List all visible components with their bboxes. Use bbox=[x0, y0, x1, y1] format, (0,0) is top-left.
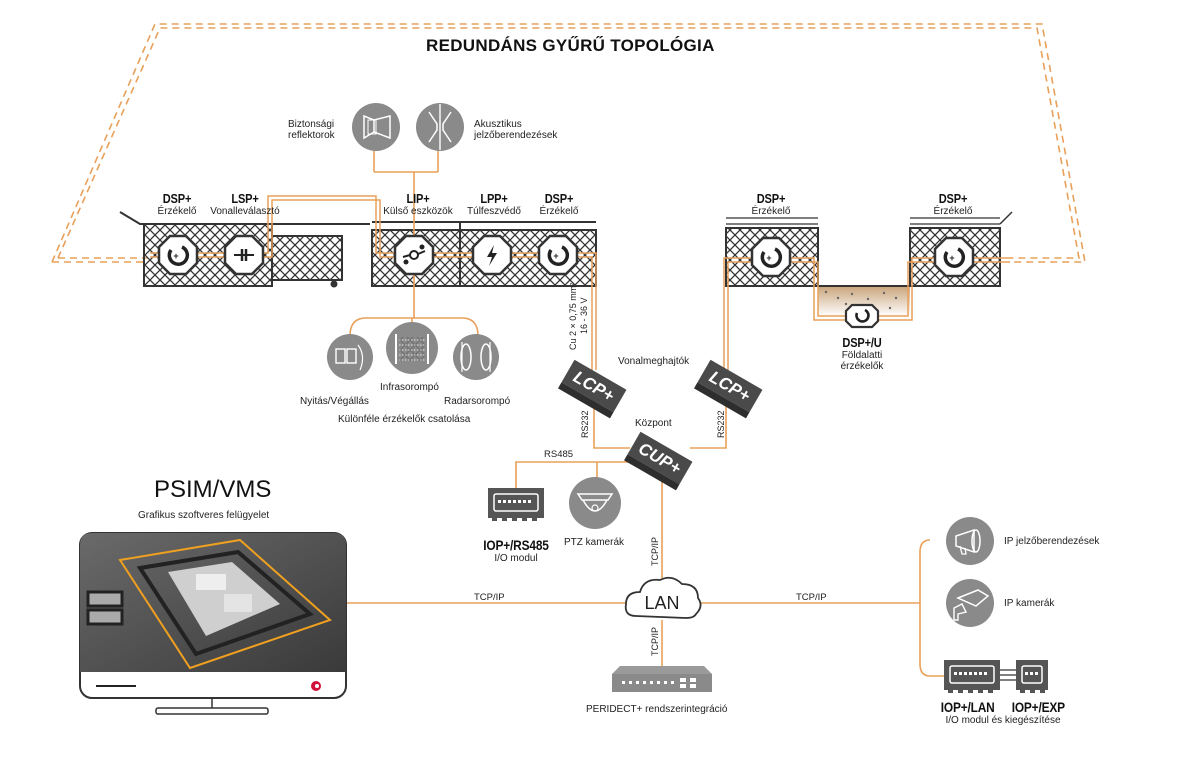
sensor-device-dsp4[interactable]: + bbox=[933, 236, 975, 278]
rs485-label: RS485 bbox=[544, 449, 574, 460]
siren-label-line2: jelzőberendezések bbox=[474, 130, 558, 141]
infrared-barrier-label: Infrasorompó bbox=[380, 382, 439, 393]
integration-server[interactable] bbox=[612, 666, 712, 692]
device-name: DSP+ bbox=[938, 191, 968, 206]
floodlight-label-line1: Biztonsági bbox=[288, 119, 335, 130]
device-name: DSP+ bbox=[756, 191, 786, 206]
iop-lan-label: IOP+/LAN IOP+/EXP I/O modul és kiegészít… bbox=[928, 699, 1078, 727]
device-desc: Érzékelő bbox=[157, 206, 197, 218]
siren-label-line1: Akusztikus bbox=[474, 119, 522, 130]
door-contact-label: Nyitás/Végállás bbox=[300, 396, 369, 407]
door-contact-device[interactable] bbox=[327, 334, 373, 380]
lan-cloud[interactable]: LAN bbox=[624, 576, 702, 619]
device-name: LSP+ bbox=[231, 191, 259, 206]
sensor-device-dsp2[interactable]: + bbox=[537, 234, 579, 276]
svg-text:+: + bbox=[766, 253, 771, 263]
isolator-device-lsp[interactable] bbox=[223, 234, 265, 276]
lan-label: LAN bbox=[644, 593, 679, 613]
underground-desc-2: érzékelők bbox=[840, 361, 884, 373]
ip-siren-label: IP jelzőberendezések bbox=[1004, 536, 1100, 547]
device-desc: Külső eszközök bbox=[383, 206, 453, 218]
io-module-rs485[interactable] bbox=[488, 488, 544, 521]
io-module-lan[interactable] bbox=[944, 660, 1000, 693]
io-rs485-desc: I/O modul bbox=[494, 553, 538, 565]
ip-camera-device[interactable] bbox=[946, 579, 994, 627]
tcpip-cup-lan-label: TCP/IP bbox=[650, 536, 660, 566]
iop-exp-name: IOP+/EXP bbox=[1012, 699, 1066, 715]
surge-protector-lpp[interactable] bbox=[471, 234, 513, 276]
line-driver-lcp-right[interactable]: LCP+ bbox=[694, 359, 763, 419]
inputs-caption: Különféle érzékelők csatolása bbox=[338, 414, 471, 425]
ptz-label: PTZ kamerák bbox=[564, 537, 625, 548]
redundant-ring bbox=[51, 23, 1086, 263]
device-label-lpp: LPP+ Túlfeszvédő bbox=[456, 191, 532, 218]
psim-monitor[interactable] bbox=[79, 532, 347, 715]
underground-label: DSP+/U Földalatti érzékelők bbox=[826, 335, 898, 373]
cable-spec-line2: 16 - 36 V bbox=[579, 297, 589, 334]
soil-particles bbox=[824, 290, 898, 310]
central-label: Központ bbox=[635, 418, 672, 429]
floodlight-device[interactable] bbox=[352, 103, 400, 151]
central-unit-cup[interactable]: CUP+ bbox=[624, 431, 693, 491]
psim-title: PSIM/VMS bbox=[154, 476, 272, 503]
tcpip-lan-server-label: TCP/IP bbox=[650, 626, 660, 656]
siren-device[interactable] bbox=[416, 103, 464, 151]
sensor-bus bbox=[150, 195, 1010, 370]
device-label-dsp1: DSP+ Érzékelő bbox=[142, 191, 212, 218]
device-desc: Érzékelő bbox=[539, 206, 579, 218]
device-label-dsp2: DSP+ Érzékelő bbox=[526, 191, 592, 218]
device-label-lip: LIP+ Külső eszközök bbox=[376, 191, 460, 218]
underground-desc-1: Földalatti bbox=[841, 350, 883, 362]
io-expansion[interactable] bbox=[1000, 660, 1048, 693]
device-label-lsp: LSP+ Vonalleválasztó bbox=[200, 191, 290, 218]
device-desc: Túlfeszvédő bbox=[467, 206, 521, 218]
device-name: DSP+ bbox=[544, 191, 574, 206]
wires bbox=[346, 148, 944, 677]
device-name: LPP+ bbox=[480, 191, 508, 206]
floodlight-label: Biztonsági reflektorok bbox=[288, 119, 335, 141]
svg-text:+: + bbox=[173, 251, 178, 261]
device-label-dsp4: DSP+ Érzékelő bbox=[918, 191, 988, 218]
integration-label: PERIDECT+ rendszerintegráció bbox=[586, 704, 728, 715]
device-name: DSP+ bbox=[162, 191, 192, 206]
sensor-device-dsp1[interactable]: + bbox=[157, 234, 199, 276]
rs232-left-label: RS232 bbox=[580, 410, 590, 438]
device-desc: Érzékelő bbox=[933, 206, 973, 218]
io-rs485-name: IOP+/RS485 bbox=[483, 537, 549, 553]
iop-lan-name: IOP+/LAN bbox=[940, 699, 995, 715]
ptz-camera-device[interactable] bbox=[569, 477, 621, 529]
device-desc: Érzékelő bbox=[751, 206, 791, 218]
floodlight-label-line2: reflektorok bbox=[288, 130, 335, 141]
sensor-device-dsp3[interactable]: + bbox=[750, 236, 792, 278]
ip-siren-device[interactable] bbox=[946, 517, 994, 565]
diagram-title: REDUNDÁNS GYŰRŰ TOPOLÓGIA bbox=[422, 36, 719, 56]
underground-sensor-dsp-u[interactable] bbox=[844, 303, 880, 329]
siren-label: Akusztikus jelzőberendezések bbox=[474, 119, 557, 141]
io-rs485-label: IOP+/RS485 I/O modul bbox=[466, 537, 566, 565]
radar-barrier-device[interactable] bbox=[453, 334, 499, 380]
svg-text:+: + bbox=[553, 251, 558, 261]
underground-name: DSP+/U bbox=[842, 335, 882, 350]
psim-subtitle: Grafikus szoftveres felügyelet bbox=[138, 510, 270, 521]
rs232-right-label: RS232 bbox=[716, 410, 726, 438]
ip-camera-label: IP kamerák bbox=[1004, 598, 1055, 609]
cable-spec-line1: Cu 2 × 0,75 mm² bbox=[568, 282, 578, 350]
radar-barrier-label: Radarsorompó bbox=[444, 396, 511, 407]
infrared-barrier-device[interactable] bbox=[386, 322, 438, 374]
external-device-lip[interactable] bbox=[393, 234, 435, 276]
device-label-dsp3: DSP+ Érzékelő bbox=[736, 191, 806, 218]
svg-text:+: + bbox=[949, 253, 954, 263]
device-desc: Vonalleválasztó bbox=[210, 206, 280, 218]
tcpip-psim-label: TCP/IP bbox=[474, 592, 505, 603]
iop-lan-desc: I/O modul és kiegészítése bbox=[945, 715, 1061, 727]
line-drivers-label: Vonalmeghajtók bbox=[618, 356, 690, 367]
tcpip-ip-label: TCP/IP bbox=[796, 592, 827, 603]
device-name: LIP+ bbox=[406, 191, 430, 206]
